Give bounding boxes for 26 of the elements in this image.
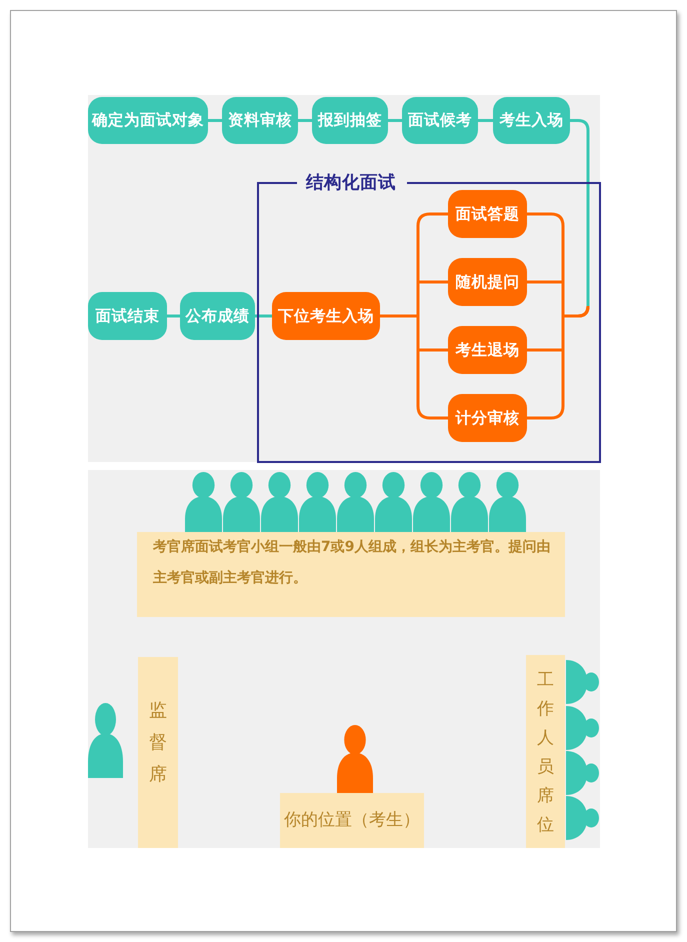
process-step: 考生退场 [448,326,527,374]
connector-line [527,304,590,420]
process-step: 公布成绩 [180,292,255,340]
process-step: 面试答题 [448,190,527,238]
process-step: 报到抽签 [312,97,388,144]
process-step: 面试结束 [88,292,167,340]
connector-line [298,119,312,122]
process-step: 考生入场 [493,97,570,144]
candidate-desk: 你的位置（考生） [280,793,424,848]
group-frame [257,172,601,463]
process-step: 随机提问 [448,258,527,306]
connector-line [388,119,402,122]
connector-line [478,119,493,122]
process-step: 下位考生入场 [272,292,380,340]
process-step: 面试候考 [402,97,478,144]
process-step: 确定为面试对象 [88,97,208,144]
connector-line [167,314,180,318]
supervisor-desk: 监督席 [138,657,178,848]
examiner-desk: 考官席面试考官小组一般由7或9人组成，组长为主考官。提问由主考官或副主考官进行。 [137,532,565,617]
staff-desk: 工作人员席位 [526,655,565,848]
group-title: 结构化面试 [305,172,397,194]
process-step: 资料审核 [222,97,298,144]
connector-line [255,314,272,318]
connector-line [570,119,590,306]
connector-line [208,119,222,122]
process-step: 计分审核 [448,394,527,442]
